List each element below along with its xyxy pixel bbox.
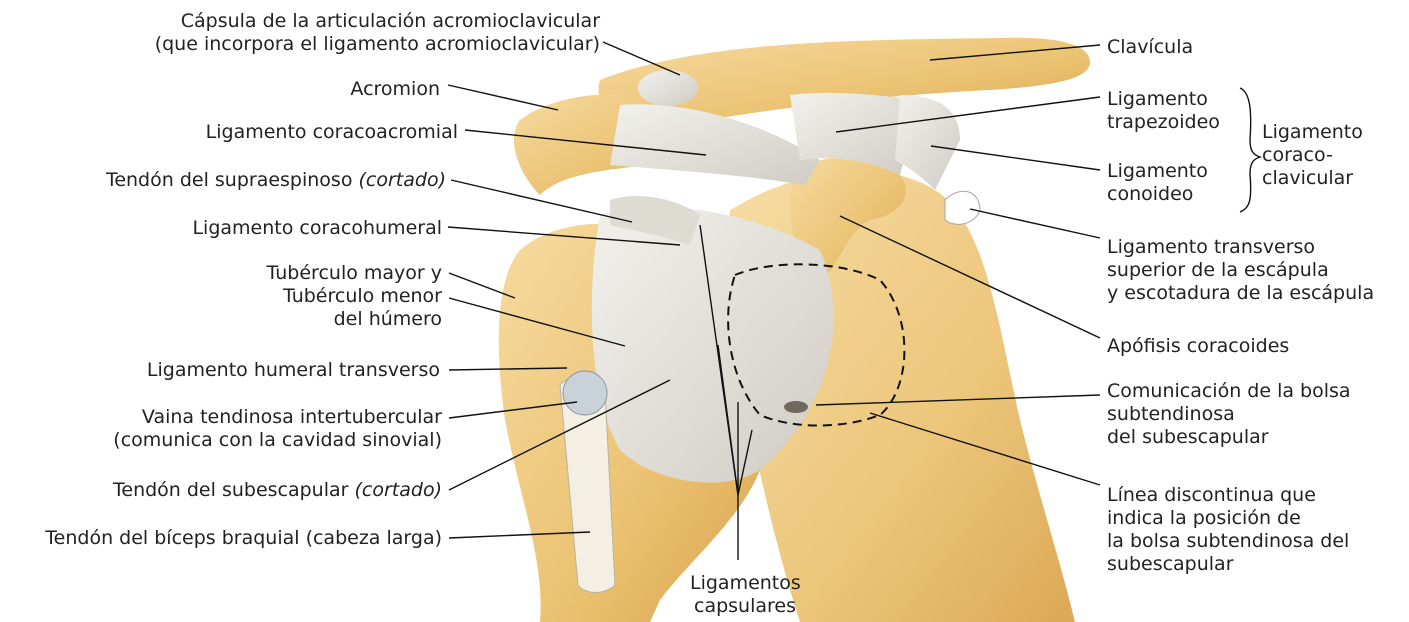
bursa-opening [784, 401, 808, 413]
label-clavicula: Clavícula [1107, 36, 1193, 59]
label-ligamento-coracoclavicular: Ligamento coraco- clavicular [1262, 121, 1363, 190]
label-ligamento-coracohumeral: Ligamento coracohumeral [120, 217, 442, 240]
coracoacromial-ligament [610, 104, 820, 185]
label-acromion: Acromion [240, 78, 440, 101]
label-ligamento-humeral-transverso: Ligamento humeral transverso [80, 359, 440, 382]
label-ligamento-transverso-superior: Ligamento transverso superior de la escá… [1107, 236, 1374, 305]
label-ligamentos-capsulares: Ligamentos capsulares [690, 572, 800, 618]
label-apofisis-coracoides: Apófisis coracoides [1107, 335, 1289, 358]
label-vaina-tendinosa: Vaina tendinosa intertubercular (comunic… [40, 406, 442, 452]
label-capsula-acromioclavicular: Cápsula de la articulación acromioclavic… [140, 10, 600, 56]
label-ligamento-conoideo: Ligamento conoideo [1107, 160, 1208, 206]
tendon-sheath [563, 371, 607, 415]
scapular-notch-ligament [945, 191, 980, 224]
brace [1240, 88, 1260, 212]
label-tuberculos: Tubérculo mayor y Tubérculo menor del hú… [180, 262, 442, 331]
label-ligamento-trapezoideo: Ligamento trapezoideo [1107, 88, 1220, 134]
label-tendon-subescapular: Tendón del subescapular (cortado) [40, 479, 442, 502]
ac-joint-capsule [638, 70, 698, 106]
label-ligamento-coracoacromial: Ligamento coracoacromial [120, 121, 458, 144]
label-linea-discontinua: Línea discontinua que indica la posición… [1107, 484, 1349, 576]
conoid-ligament [895, 95, 960, 190]
label-tendon-supraespinoso: Tendón del supraespinoso (cortado) [40, 169, 446, 192]
label-tendon-biceps: Tendón del bíceps braquial (cabeza larga… [0, 527, 442, 550]
label-comunicacion-bolsa: Comunicación de la bolsa subtendinosa de… [1107, 380, 1351, 449]
